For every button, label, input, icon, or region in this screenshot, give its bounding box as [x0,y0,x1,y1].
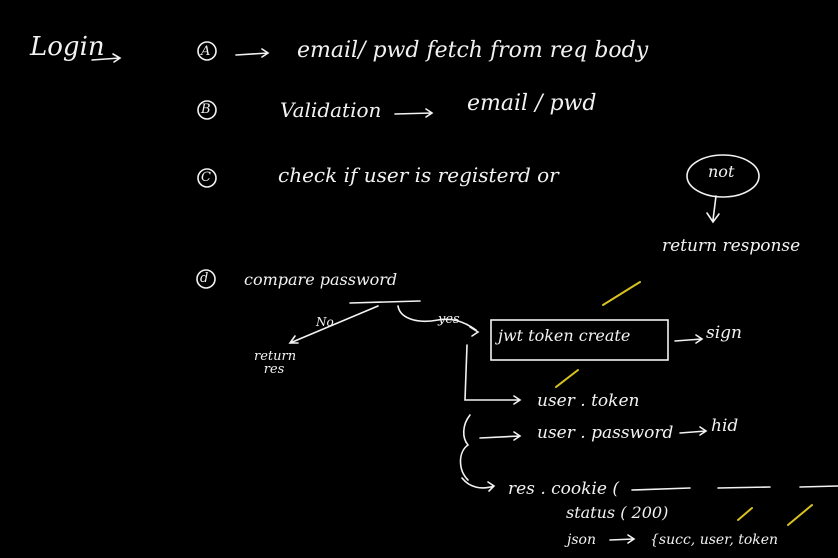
step-c-circle [197,168,217,188]
not-down-arrow [706,195,720,224]
step-c-boxed: not [708,162,735,181]
user-password-text: user . password [537,423,674,443]
step-b-circle [197,100,217,120]
json-payload: {succ, user, token [650,532,779,548]
step-b-text: Validation [280,98,382,122]
user-token-text: user . token [537,391,640,411]
no-label: No [316,315,334,329]
cookie-dash-1 [631,487,691,491]
step-d-text: compare password [244,270,398,289]
not-bubble [686,154,760,198]
password-underline [349,300,421,304]
bracket [459,414,471,481]
step-a-text: email/ pwd fetch from req body [297,38,649,63]
hid-arrow [679,426,708,436]
jwt-box-text: jwt token create [498,326,631,345]
highlight-token [555,369,579,388]
step-b-arrow [394,108,434,118]
user-token-branch [464,344,522,405]
title-arrow [91,53,122,63]
yes-hook [397,305,477,331]
no-result: return res [254,349,297,377]
password-result: hid [711,416,739,436]
jwt-token-box [490,319,669,361]
step-d-marker: d [200,271,209,286]
step-a-marker: A [201,44,211,59]
step-a-arrow [235,48,270,58]
no-arrow [288,305,379,344]
cookie-dash-3 [799,485,838,488]
step-b-detail: email / pwd [467,91,597,116]
json-text: json [567,532,596,548]
json-arrow [609,534,636,544]
status-text: status ( 200) [566,503,669,522]
cookie-branch-arrow [461,477,496,492]
step-c-marker: C [201,170,211,185]
step-d-circle [196,269,216,289]
res-cookie-text: res . cookie ( [508,479,619,499]
password-branch-arrow [479,431,522,441]
highlight-jwt [602,281,641,306]
highlight-json-2 [787,504,813,526]
login-title: Login [30,32,105,62]
jwt-arrow [674,334,704,344]
cookie-dash-2 [717,486,771,489]
step-c-branch: return response [662,236,801,256]
step-c-text: check if user is registerd or [278,163,559,187]
step-b-marker: B [201,102,211,117]
highlight-json-1 [737,507,753,521]
jwt-result: sign [706,323,742,343]
step-a-circle [197,41,217,61]
